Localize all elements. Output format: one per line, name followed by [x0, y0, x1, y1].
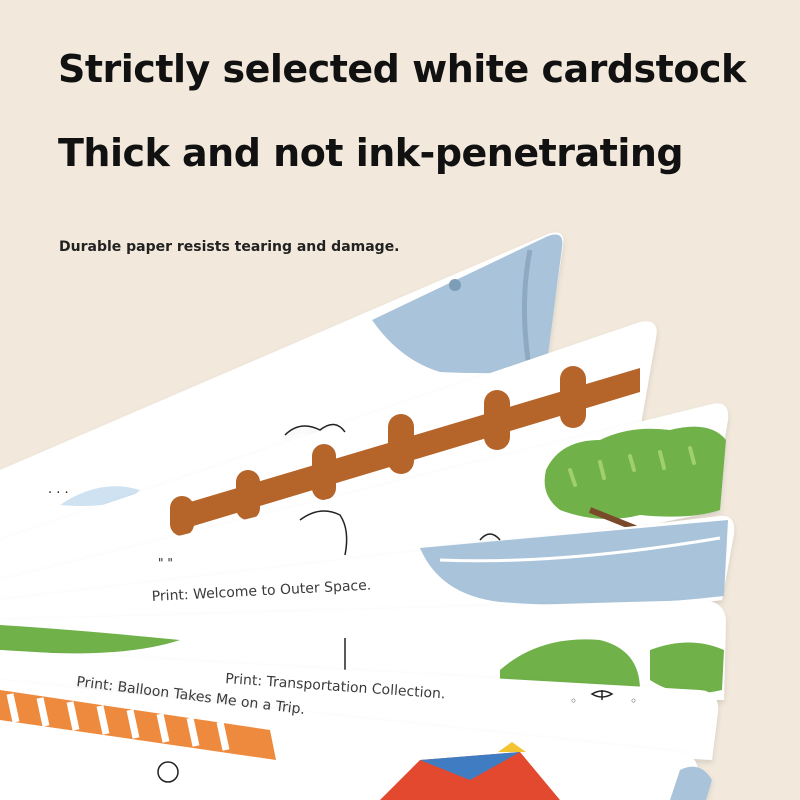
card-transportation: Print: Transportation Collection. ◦ ◦ [0, 650, 719, 760]
card-balloon: Print: Balloon Takes Me on a Trip. [0, 674, 712, 800]
card-whale: · · · [0, 232, 564, 560]
headline-line-2: Thick and not ink-penetrating [58, 131, 684, 175]
svg-text:· · ·: · · · [48, 486, 69, 501]
subheadline: Durable paper resists tearing and damage… [59, 239, 400, 255]
svg-text:" ": " " [158, 556, 173, 570]
headline-line-1: Strictly selected white cardstock [58, 47, 746, 91]
svg-text:◦: ◦ [570, 694, 577, 708]
svg-text:◦: ◦ [630, 694, 637, 708]
